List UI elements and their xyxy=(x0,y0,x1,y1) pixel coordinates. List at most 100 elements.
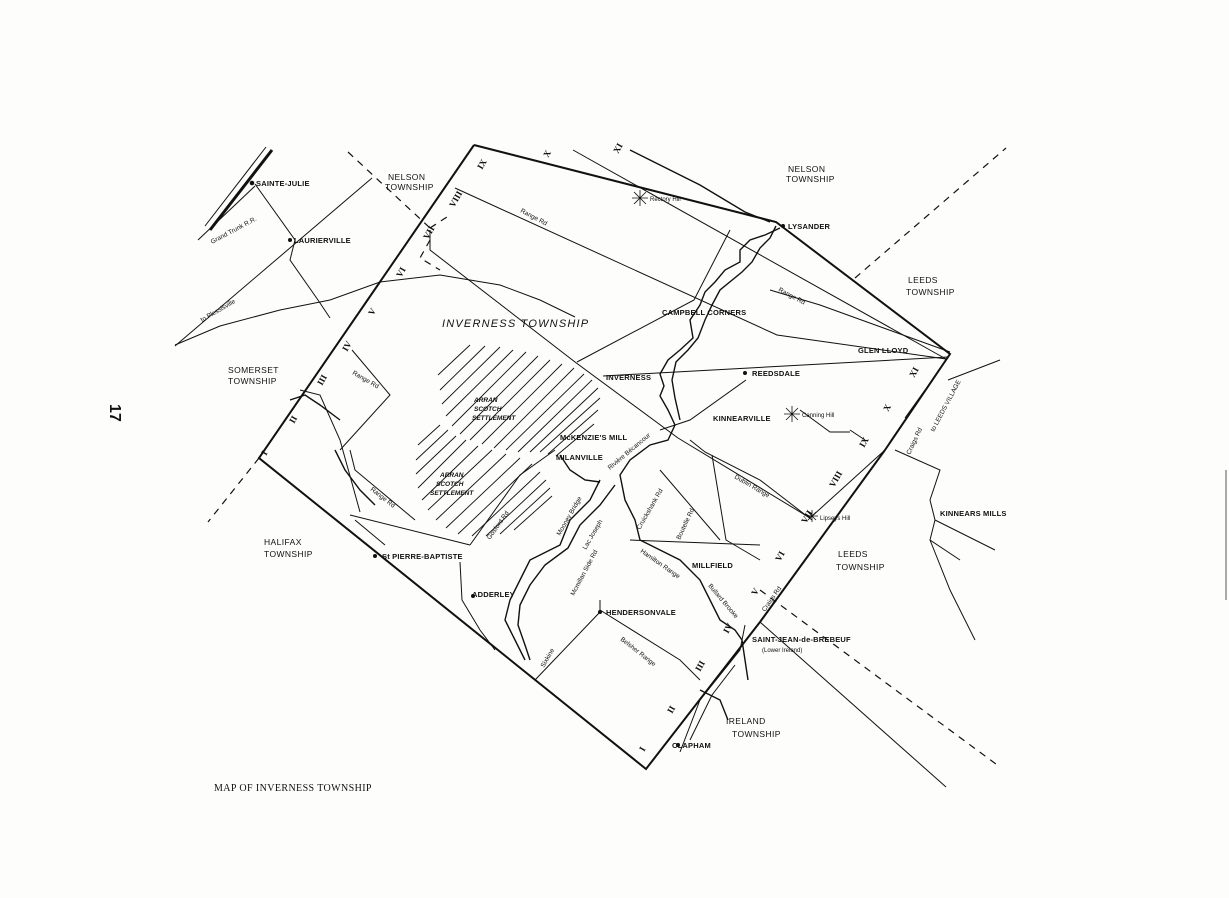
range-numeral-2: II xyxy=(287,414,299,425)
range-numeral-8: VIII xyxy=(447,189,464,209)
rivers xyxy=(289,149,781,721)
ireland-label: IRELAND xyxy=(726,716,766,726)
range-numeral-s2: II xyxy=(665,704,677,715)
label-milanville: MILANVILLE xyxy=(556,453,603,462)
label-adderley: ADDERLEY xyxy=(472,590,515,599)
range-numeral-9: IX xyxy=(475,157,489,171)
nelson-east-label: NELSON xyxy=(788,164,825,174)
label-boutelle-rd: Boutelle Rd xyxy=(675,507,696,541)
range-numeral-s9: IX xyxy=(857,435,871,449)
settlement-upper-3: SETTLEMENT xyxy=(472,415,516,422)
settlement-lower-3: SETTLEMENT xyxy=(430,490,474,497)
label-glen-lloyd: GLEN LLOYD xyxy=(858,346,909,355)
township-boundary xyxy=(257,144,952,771)
nelson-west-label: NELSON xyxy=(388,172,425,182)
page-number: 17 xyxy=(106,404,123,422)
label-lac-joseph: Lac Joseph xyxy=(582,518,605,551)
settlement-upper-1: ARRAN xyxy=(473,397,498,404)
dot-clapham xyxy=(676,743,680,747)
range-numeral-s4: IV xyxy=(721,621,735,635)
label-laurierville: LAURIERVILLE xyxy=(294,236,351,245)
leeds-south-label-2: TOWNSHIP xyxy=(836,562,885,572)
dot-hendersonvale xyxy=(598,610,602,614)
somerset-label: SOMERSET xyxy=(228,365,279,375)
range-numeral-s6: VI xyxy=(773,549,787,563)
rectory-hill-icon xyxy=(632,190,648,206)
label-belsher-range: Belsher Range xyxy=(619,636,657,668)
inverness-township-label: INVERNESS TOWNSHIP xyxy=(442,318,589,330)
grand-trunk-railway xyxy=(204,146,274,231)
dashed-boundaries xyxy=(207,147,1007,768)
range-numeral-1: I xyxy=(259,449,270,457)
leeds-north-label-2: TOWNSHIP xyxy=(906,287,955,297)
dot-sainte-julie xyxy=(249,180,255,186)
label-campbell-corners: CAMPBELL CORNERS xyxy=(662,308,746,317)
label-clapham: CLAPHAM xyxy=(672,741,711,750)
label-cruickshank-rd: Cruickshank Rd xyxy=(636,487,665,531)
label-mooney-bridge: Mooney Bridge xyxy=(556,495,584,537)
label-lysander: LYSANDER xyxy=(788,222,831,231)
range-numeral-5: V xyxy=(366,306,378,317)
label-to-leeds-village: to LEEDS VILLAGE xyxy=(930,378,963,433)
label-millfield: MILLFIELD xyxy=(692,561,733,570)
label-kinnearville: KINNEARVILLE xyxy=(713,414,771,423)
range-numeral-s10: X xyxy=(881,402,893,413)
label-range-rd-4: Range Rd xyxy=(369,486,397,510)
lipseys-hill-icon xyxy=(806,510,818,522)
label-dublin-range: Dublin Range xyxy=(733,474,771,500)
range-numeral-3: III xyxy=(315,372,329,387)
ireland-label-2: TOWNSHIP xyxy=(732,729,781,739)
label-lipseys-hill: Lipseys Hill xyxy=(820,516,850,522)
halifax-label-2: TOWNSHIP xyxy=(264,549,313,559)
dot-adderley xyxy=(471,594,475,598)
label-range-rd-2: Range Rd xyxy=(777,287,806,307)
hill-markers xyxy=(632,190,818,522)
leeds-north-label: LEEDS xyxy=(908,275,938,285)
range-numeral-11: XI xyxy=(611,141,625,155)
label-craigs-rd-2: Craigs Rd xyxy=(905,426,924,455)
arran-settlement-labels: ARRAN SCOTCH SETTLEMENT ARRAN SCOTCH SET… xyxy=(430,397,516,497)
label-to-plessisville: to Plessisville xyxy=(200,298,238,324)
label-lower-ireland: (Lower Ireland) xyxy=(762,648,802,654)
label-canning-hill: Canning Hill xyxy=(802,413,834,419)
label-mcmillan-side-rd: Mcmillan Side Rd xyxy=(570,549,600,597)
dot-laurierville xyxy=(288,238,292,242)
label-mckenzies-mill: McKENZIE'S MILL xyxy=(560,433,628,442)
range-numeral-s8: VIII xyxy=(827,469,844,489)
dot-reedsdale xyxy=(743,371,747,375)
canning-hill-icon xyxy=(784,406,800,422)
label-hendersonvale: HENDERSONVALE xyxy=(606,608,676,617)
somerset-label-2: TOWNSHIP xyxy=(228,376,277,386)
label-rectory-hill: Rectory Hill xyxy=(650,197,681,203)
label-st-pierre-baptiste: St PIERRE-BAPTISTE xyxy=(382,552,463,561)
range-numeral-s5: V xyxy=(749,586,761,597)
settlement-lower-2: SCOTCH xyxy=(436,481,464,488)
label-inverness: INVERNESS xyxy=(606,373,651,382)
dot-st-pierre xyxy=(373,554,377,558)
road-lines xyxy=(174,149,1001,788)
settlement-upper-2: SCOTCH xyxy=(474,406,502,413)
range-numeral-s3: III xyxy=(693,658,707,673)
label-sainte-julie: SAINTE-JULIE xyxy=(256,179,310,188)
map-title: MAP OF INVERNESS TOWNSHIP xyxy=(214,783,372,794)
label-hamilton-range: Hamilton Range xyxy=(639,548,682,581)
label-craigs-rd-1: Craigs Rd xyxy=(761,585,784,613)
range-numeral-10: X xyxy=(541,148,553,159)
range-numerals: I II III IV V VI VII VIII IX X XI I II I… xyxy=(259,141,921,753)
label-reedsdale: REEDSDALE xyxy=(752,369,800,378)
range-numeral-7: VII xyxy=(421,224,437,241)
township-labels: NELSON TOWNSHIP NELSON TOWNSHIP LEEDS TO… xyxy=(228,164,955,739)
leeds-south-label: LEEDS xyxy=(838,549,868,559)
settlement-lower-1: ARRAN xyxy=(439,472,464,479)
place-labels: SAINTE-JULIE LAURIERVILLE LYSANDER CAMPB… xyxy=(256,179,1007,750)
arran-settlement-hatch xyxy=(415,344,601,537)
label-kinnears-mills: KINNEARS MILLS xyxy=(940,509,1007,518)
range-numeral-s11: XI xyxy=(907,365,921,379)
dot-lysander xyxy=(781,224,785,228)
range-numeral-s1: I xyxy=(637,745,648,753)
range-numeral-6: VI xyxy=(394,265,408,279)
hill-labels: Rectory Hill Canning Hill Lipseys Hill xyxy=(650,197,850,522)
label-saint-jean: SAINT-JEAN-de-BREBEUF xyxy=(752,635,851,644)
